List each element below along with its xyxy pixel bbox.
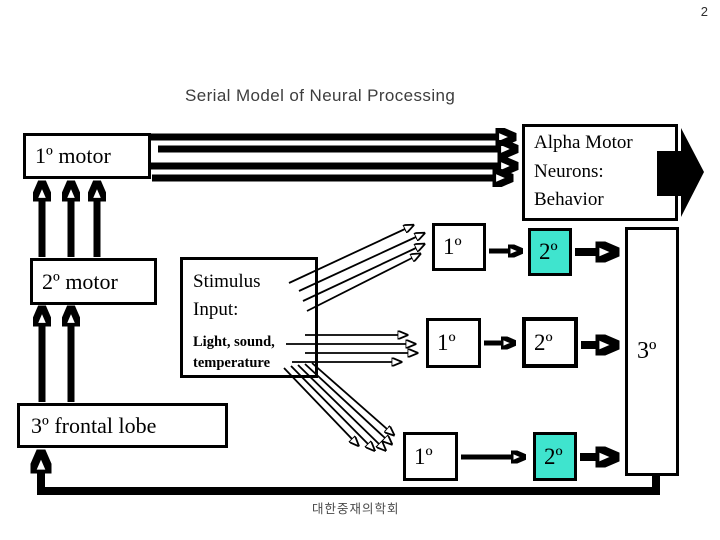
secondary-motor-box: 2º motor <box>30 258 157 305</box>
sensory-row2-primary-box: 1º <box>426 318 481 368</box>
stimulus-input-detail: Light, sound, temperature <box>193 334 275 372</box>
alpha-motor-neurons-label: Alpha Motor Neurons: Behavior <box>534 132 633 210</box>
ascending-arrows-2-to-1 <box>42 200 97 257</box>
tertiary-sensory-label: 3º <box>637 338 657 364</box>
sensory-row3-primary-box: 1º <box>403 432 458 481</box>
stimulus-input-box: Stimulus Input: Light, sound, temperatur… <box>180 257 318 378</box>
sensory-row2-secondary-box: 2º <box>522 317 578 368</box>
tertiary-frontal-lobe-box: 3º frontal lobe <box>17 403 228 448</box>
alpha-motor-neurons-box: Alpha Motor Neurons: Behavior <box>522 124 678 221</box>
footer-credit: 대한중재의학회 <box>312 502 400 516</box>
sensory-row1-primary-label: 1º <box>443 234 462 259</box>
ascending-arrows-3-to-2 <box>42 325 71 402</box>
primary-motor-label: 1º motor <box>35 143 111 168</box>
sensory-row3-primary-label: 1º <box>414 443 433 469</box>
sensory-row2-primary-label: 1º <box>437 330 456 355</box>
sensory-row1-secondary-label: 2º <box>539 239 558 264</box>
sensory-row2-secondary-label: 2º <box>534 329 553 355</box>
slide-title: Serial Model of Neural Processing <box>185 86 456 105</box>
sensory-row1-secondary-box: 2º <box>528 228 572 276</box>
page-number: 2 <box>700 4 708 19</box>
motor-output-arrows <box>148 137 499 178</box>
primary-motor-box: 1º motor <box>23 133 151 179</box>
sensory-row1-primary-box: 1º <box>432 223 486 271</box>
stimulus-input-title: Stimulus Input: <box>193 271 261 320</box>
tertiary-frontal-label: 3º frontal lobe <box>31 412 157 438</box>
sensory-row3-secondary-box: 2º <box>533 432 577 481</box>
tertiary-sensory-box: 3º <box>625 227 679 476</box>
sensory-row3-secondary-label: 2º <box>544 443 563 469</box>
secondary-motor-label: 2º motor <box>42 268 118 294</box>
